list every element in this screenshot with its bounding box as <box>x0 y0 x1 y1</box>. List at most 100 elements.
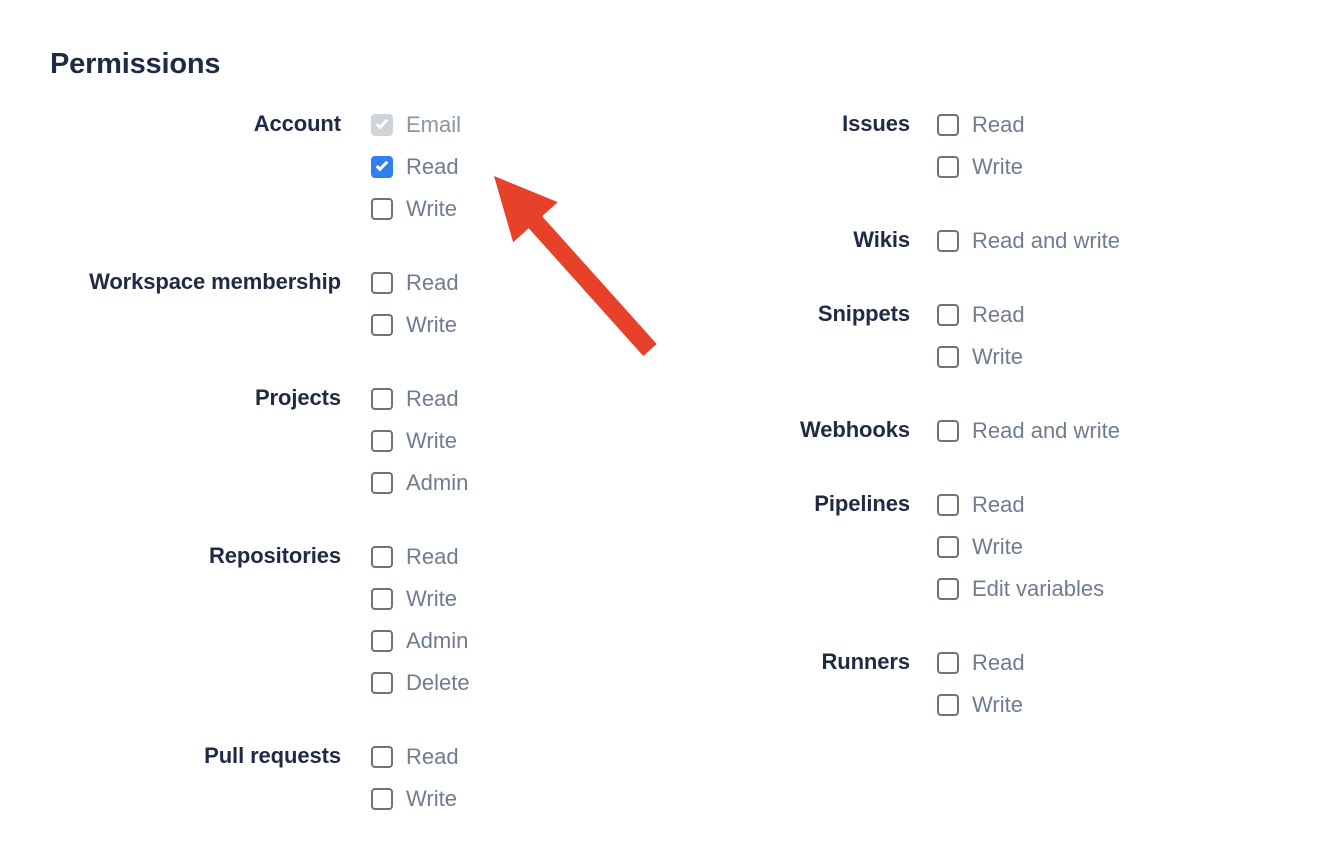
permission-option-label[interactable]: Read <box>972 650 1025 675</box>
permission-group-label: Runners <box>821 649 910 674</box>
permission-option-label[interactable]: Read and write <box>972 418 1120 443</box>
permission-option-row[interactable]: Read <box>937 484 1104 526</box>
permission-option-label[interactable]: Write <box>406 196 457 221</box>
checkbox-unchecked-icon[interactable] <box>371 630 393 652</box>
checkbox-unchecked-icon[interactable] <box>937 114 959 136</box>
permission-option-label[interactable]: Read <box>406 270 459 295</box>
permission-option-label[interactable]: Write <box>972 344 1023 369</box>
permission-option-row[interactable]: Read <box>371 736 459 778</box>
permission-option-label[interactable]: Write <box>406 428 457 453</box>
permission-option-label[interactable]: Read <box>406 744 459 769</box>
permission-option-row[interactable]: Read <box>937 642 1025 684</box>
checkbox-unchecked-icon[interactable] <box>371 272 393 294</box>
permission-option-row[interactable]: Write <box>371 578 470 620</box>
permission-option-label[interactable]: Delete <box>406 670 470 695</box>
permission-option-label[interactable]: Write <box>406 586 457 611</box>
permission-option-label[interactable]: Read <box>406 386 459 411</box>
permission-option-row[interactable]: Read and write <box>937 220 1120 262</box>
permission-option-row[interactable]: Write <box>937 146 1025 188</box>
permission-option-label[interactable]: Write <box>972 154 1023 179</box>
permission-option-row[interactable]: Write <box>371 420 468 462</box>
checkbox-unchecked-icon[interactable] <box>371 672 393 694</box>
permission-option-row[interactable]: Write <box>937 526 1104 568</box>
checkbox-unchecked-icon[interactable] <box>371 198 393 220</box>
permission-option-list: Read and write <box>910 220 1120 262</box>
checkbox-unchecked-icon[interactable] <box>937 536 959 558</box>
checkbox-unchecked-icon[interactable] <box>371 788 393 810</box>
checkmark-icon <box>375 158 389 172</box>
permission-option-label[interactable]: Admin <box>406 470 469 495</box>
permission-group-label: Webhooks <box>799 417 910 442</box>
permission-option-row[interactable]: Write <box>371 188 461 230</box>
permission-group: Webhooks Read and write <box>660 410 1322 452</box>
permission-option-label[interactable]: Read <box>972 112 1025 137</box>
page-title: Permissions <box>50 48 221 80</box>
permission-option-label[interactable]: Read <box>406 544 459 569</box>
permission-option-label[interactable]: Read <box>406 154 459 179</box>
checkbox-checked-icon[interactable] <box>371 156 393 178</box>
permission-option-label[interactable]: Read <box>972 492 1025 517</box>
permission-option-label[interactable]: Write <box>406 312 457 337</box>
checkbox-unchecked-icon[interactable] <box>371 746 393 768</box>
checkbox-unchecked-icon[interactable] <box>371 472 393 494</box>
checkbox-unchecked-icon[interactable] <box>937 346 959 368</box>
permission-option-row[interactable]: Admin <box>371 620 470 662</box>
checkbox-unchecked-icon[interactable] <box>371 430 393 452</box>
permission-option-row[interactable]: Edit variables <box>937 568 1104 610</box>
permission-option-label[interactable]: Write <box>972 534 1023 559</box>
permission-option-row: Email <box>371 104 461 146</box>
permission-option-label[interactable]: Write <box>406 786 457 811</box>
permission-option-row[interactable]: Read <box>371 536 470 578</box>
checkbox-unchecked-icon[interactable] <box>937 420 959 442</box>
checkbox-unchecked-icon[interactable] <box>937 494 959 516</box>
permission-option-row[interactable]: Delete <box>371 662 470 704</box>
permission-option-row[interactable]: Admin <box>371 462 468 504</box>
permission-option-row[interactable]: Write <box>371 304 459 346</box>
checkbox-unchecked-icon[interactable] <box>937 694 959 716</box>
checkbox-unchecked-icon[interactable] <box>371 314 393 336</box>
permission-option-label[interactable]: Read and write <box>972 228 1120 253</box>
permission-option-row[interactable]: Read <box>371 378 468 420</box>
permission-option-label[interactable]: Write <box>972 692 1023 717</box>
permission-group-label: Workspace membership <box>89 269 341 294</box>
checkbox-unchecked-icon[interactable] <box>937 304 959 326</box>
checkbox-unchecked-icon[interactable] <box>371 588 393 610</box>
permission-option-label: Email <box>406 112 462 137</box>
checkbox-unchecked-icon[interactable] <box>937 156 959 178</box>
permission-option-row[interactable]: Read <box>937 104 1025 146</box>
checkbox-checked-icon <box>371 114 393 136</box>
permission-option-row[interactable]: Read <box>371 146 461 188</box>
permission-group-label: Projects <box>254 385 341 410</box>
permission-group-label: Snippets <box>817 301 910 326</box>
checkbox-unchecked-icon[interactable] <box>937 578 959 600</box>
checkbox-unchecked-icon[interactable] <box>937 230 959 252</box>
checkbox-unchecked-icon[interactable] <box>937 652 959 674</box>
permission-option-label[interactable]: Admin <box>406 628 469 653</box>
permission-group-label: Pull requests <box>204 743 341 768</box>
permission-option-label[interactable]: Read <box>972 302 1025 327</box>
checkbox-unchecked-icon[interactable] <box>371 388 393 410</box>
permission-option-row[interactable]: Read <box>937 294 1025 336</box>
permission-option-row[interactable]: Write <box>937 684 1025 726</box>
permission-option-row[interactable]: Read and write <box>937 410 1120 452</box>
permission-group-label: Issues <box>842 111 910 136</box>
checkbox-unchecked-icon[interactable] <box>371 546 393 568</box>
permission-option-row[interactable]: Write <box>371 778 459 820</box>
permission-option-label[interactable]: Edit variables <box>972 576 1105 601</box>
permission-option-row[interactable]: Write <box>937 336 1025 378</box>
permission-option-row[interactable]: Read <box>371 262 459 304</box>
